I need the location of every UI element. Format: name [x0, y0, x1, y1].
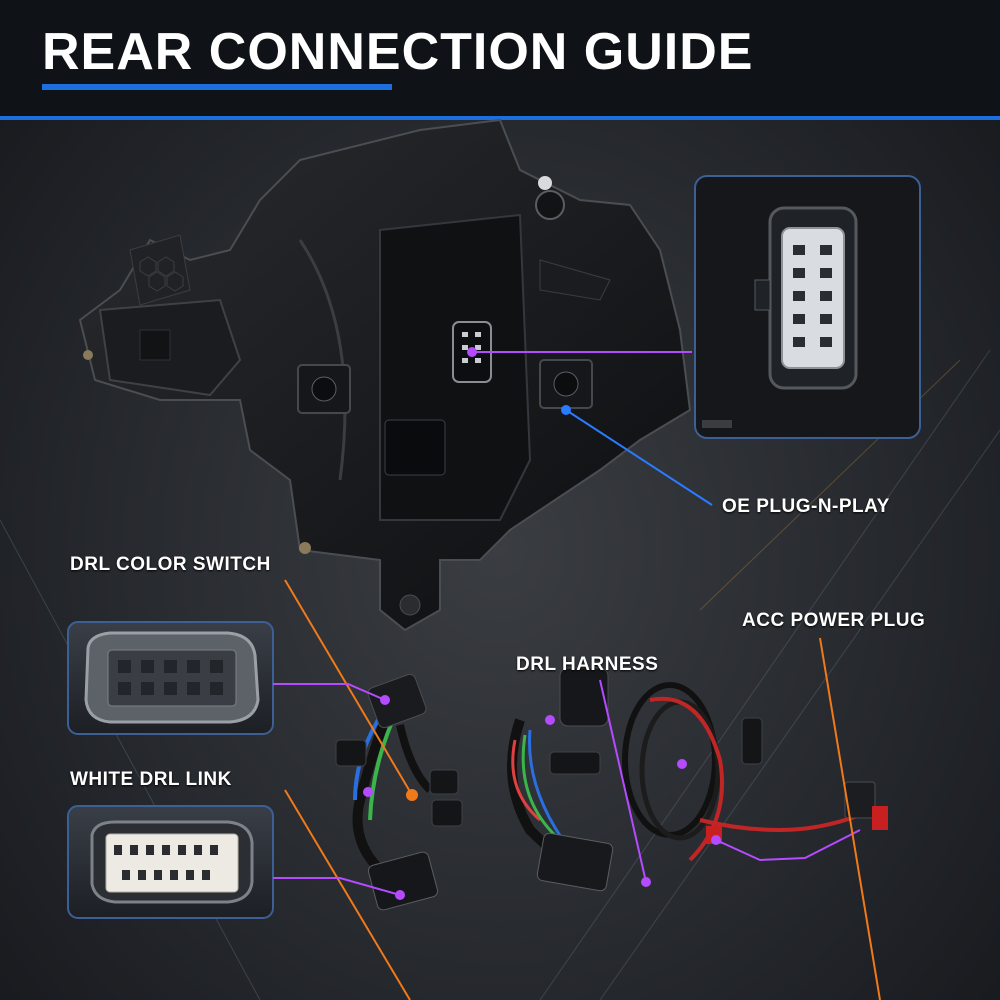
oe-connector-inset — [694, 175, 921, 439]
title-underline — [42, 84, 392, 90]
drl-switch-harness — [335, 673, 463, 911]
drl-harness-bundle — [507, 667, 614, 892]
callout-leaders — [273, 347, 881, 1000]
callout-acc-power-plug: ACC POWER PLUG — [742, 610, 926, 631]
header-divider — [0, 116, 1000, 120]
callout-white-drl-link: WHITE DRL LINK — [70, 769, 232, 790]
header-bar — [0, 0, 1000, 118]
white-drl-link-inset — [67, 805, 274, 919]
headlight-housing — [78, 118, 692, 632]
callout-oe-plug-n-play: OE PLUG-N-PLAY — [722, 496, 890, 517]
page-title: REAR CONNECTION GUIDE — [42, 23, 754, 81]
background-streaks — [0, 349, 1000, 1000]
callout-drl-harness: DRL HARNESS — [516, 654, 659, 675]
callout-drl-color-switch: DRL COLOR SWITCH — [70, 554, 271, 575]
acc-power-cable — [622, 682, 888, 862]
drl-color-switch-inset — [67, 621, 274, 735]
